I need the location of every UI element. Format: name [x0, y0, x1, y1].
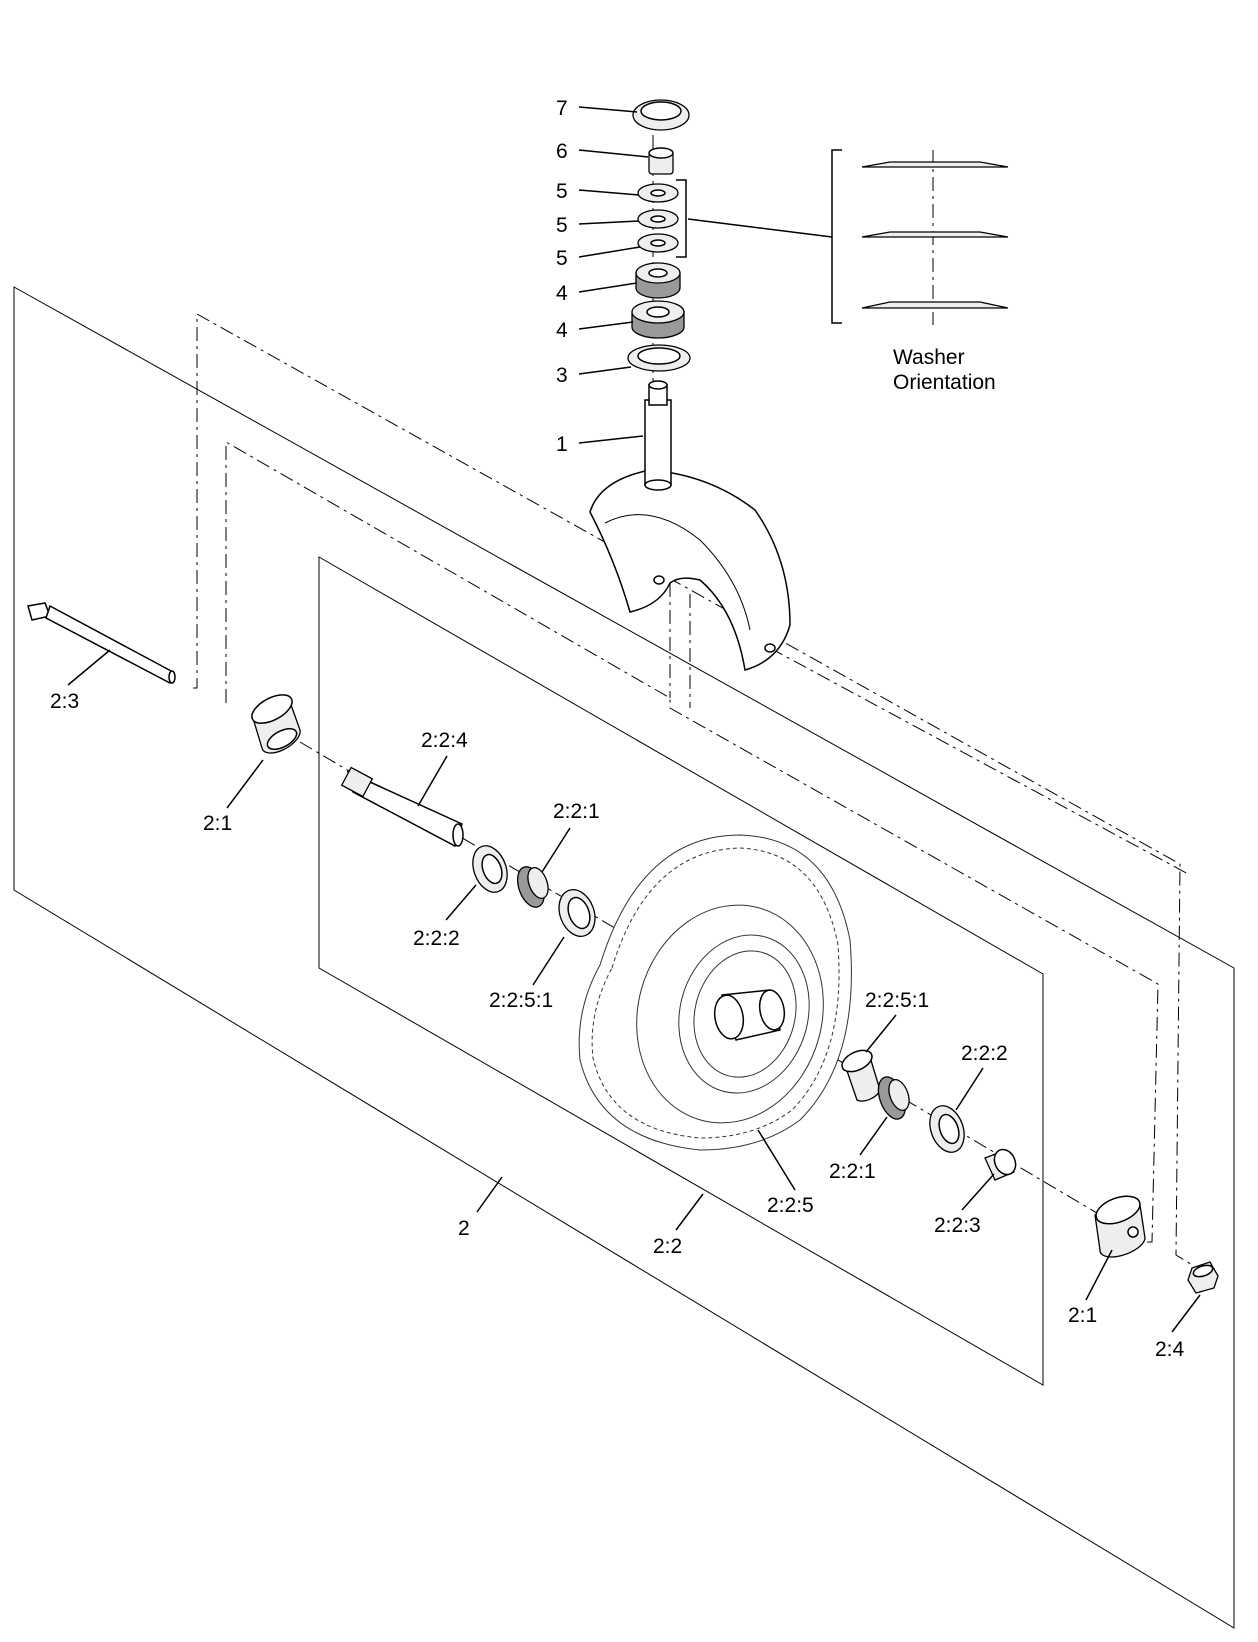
axle-bolt-part: [27, 602, 176, 685]
callout-2-2-5: 2:2:5: [767, 1194, 814, 1217]
leader-2-2-2-left: [445, 884, 477, 921]
assembly-2-2-panel: [318, 556, 1044, 1386]
seal-part: [627, 344, 691, 372]
leader-2: [476, 1176, 503, 1213]
callout-5a: 5: [556, 180, 568, 203]
callout-2-2-1-right: 2:2:1: [829, 1160, 876, 1183]
spacer-routing-line: [225, 441, 1159, 1243]
leader-4b: [578, 321, 634, 330]
lock-nut-part: [648, 147, 674, 175]
callout-2-2-1-left: 2:2:1: [553, 800, 600, 823]
leader-2-2-5-1-right: [865, 1014, 897, 1053]
callout-5c: 5: [556, 247, 568, 270]
callout-2-4: 2:4: [1155, 1338, 1185, 1361]
cone-bearing-part: [877, 1076, 910, 1120]
spacer-part: [251, 694, 301, 754]
leader-2-1-right: [1085, 1249, 1113, 1301]
callout-2-1-right: 2:1: [1068, 1304, 1097, 1327]
leader-2-4: [1171, 1294, 1201, 1333]
caster-fork-part: [589, 380, 791, 671]
callout-2-2-4: 2:2:4: [421, 729, 468, 752]
callout-2-2-5-1-left: 2:2:5:1: [489, 989, 553, 1012]
leader-5a: [578, 189, 640, 196]
callout-2: 2: [458, 1217, 470, 1240]
callout-4b: 4: [556, 319, 568, 342]
callout-2-2-5-1-right: 2:2:5:1: [865, 989, 929, 1012]
bearing-cup-part: [472, 845, 508, 893]
cone-bearing-part: [516, 866, 549, 908]
leader-1: [578, 435, 644, 444]
dust-cap-part: [632, 99, 690, 131]
leader-2-2-2-right: [955, 1067, 984, 1111]
callout-6: 6: [556, 140, 568, 163]
leader-2-2-3: [961, 1173, 995, 1211]
spacer-part: [1094, 1195, 1146, 1258]
bearing-cup-part: [558, 889, 596, 937]
leader-2-2-5-1-left: [532, 936, 565, 986]
leader-5c: [578, 246, 641, 258]
washer-part: [637, 233, 679, 253]
leader-2-2-5: [757, 1129, 796, 1191]
washer-note-line1: Washer: [893, 346, 965, 369]
bearing-cup-part: [841, 1049, 881, 1102]
callout-2-2-2-left: 2:2:2: [413, 927, 460, 950]
bearing-cup-part: [929, 1105, 965, 1153]
leader-4a: [578, 282, 638, 293]
leader-5b: [578, 220, 640, 225]
leader-6: [578, 149, 649, 158]
spacer-bushing-part: [984, 1148, 1017, 1181]
leader-2-3: [67, 649, 111, 686]
callout-2-2-3: 2:2:3: [934, 1214, 981, 1237]
axle-tube-part: [340, 766, 464, 848]
washer-note-line2: Orientation: [893, 371, 996, 394]
fork-hole-link: [769, 647, 1191, 876]
wheel-tire-part: [578, 834, 852, 1151]
callout-2-2: 2:2: [653, 1235, 682, 1258]
leader-7: [578, 106, 638, 113]
callout-1: 1: [556, 433, 568, 456]
callout-5b: 5: [556, 214, 568, 237]
callout-2-3: 2:3: [50, 690, 79, 713]
leader-2-2-1-right: [859, 1116, 888, 1156]
leader-2-2-1-left: [541, 827, 571, 873]
callout-7: 7: [556, 97, 568, 120]
leader-2-1-left: [226, 759, 264, 809]
callout-3: 3: [556, 364, 568, 387]
leader-3: [578, 366, 632, 375]
leader-2-2: [675, 1193, 704, 1231]
axle-nut-part: [1187, 1261, 1219, 1294]
washer-part: [637, 183, 679, 203]
cone-bearing-part: [635, 262, 681, 299]
callout-2-2-2-right: 2:2:2: [961, 1042, 1008, 1065]
callout-2-1-left: 2:1: [203, 812, 232, 835]
washer-part: [637, 209, 679, 229]
leader-2-2-4: [417, 755, 448, 807]
cone-bearing-part: [631, 300, 685, 339]
callout-4a: 4: [556, 282, 568, 305]
washer-orientation-detail: [676, 149, 1009, 325]
assembly-2-panel: [13, 286, 1235, 1629]
